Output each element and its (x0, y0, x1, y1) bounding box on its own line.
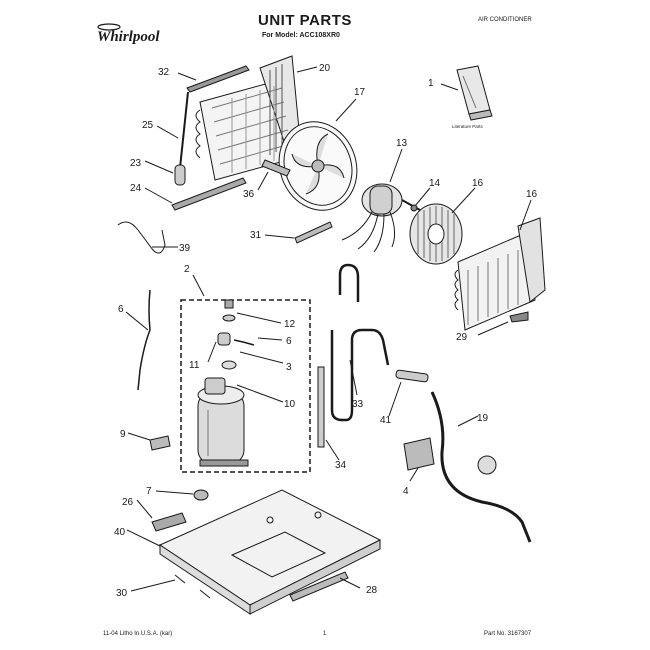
callout-6-wire: 6 (118, 304, 124, 315)
blower-wheel (409, 203, 463, 265)
condenser-fan (278, 121, 358, 211)
callout-13: 13 (396, 138, 408, 149)
callout-16-blower: 16 (472, 178, 484, 189)
callout-39: 39 (179, 243, 191, 254)
callout-7: 7 (146, 486, 152, 497)
callout-31: 31 (250, 230, 262, 241)
callout-33: 33 (352, 399, 364, 410)
callout-6-compressor: 6 (286, 336, 292, 347)
callout-1: 1 (428, 78, 434, 89)
base-pan (158, 489, 382, 615)
page-number: 1 (323, 631, 327, 637)
callout-19: 19 (477, 413, 489, 424)
callout-32: 32 (158, 67, 170, 78)
literature-label: Literature Parts (452, 124, 484, 129)
callout-11: 11 (189, 360, 200, 371)
part-number: Part No. 3167307 (484, 631, 532, 637)
callout-2: 2 (184, 264, 190, 275)
callout-28: 28 (366, 585, 378, 596)
callout-34: 34 (335, 460, 347, 471)
footer-litho: 11-04 Litho In U.S.A. (kar) (103, 631, 173, 637)
callout-9: 9 (120, 429, 126, 440)
condenser-coil (195, 55, 301, 181)
callout-29: 29 (456, 332, 468, 343)
model-subtitle: For Model: ACC108XR0 (262, 32, 340, 39)
callout-10: 10 (284, 399, 296, 410)
callout-12: 12 (284, 319, 296, 330)
page-title: UNIT PARTS (258, 12, 352, 29)
compressor-group (180, 299, 311, 473)
callout-26: 26 (122, 497, 134, 508)
callout-23: 23 (130, 158, 142, 169)
callout-4: 4 (403, 486, 409, 497)
callout-3: 3 (286, 362, 292, 373)
callout-16-coil: 16 (526, 189, 538, 200)
refrigerant-tubing (317, 263, 390, 448)
callout-20: 20 (319, 63, 331, 74)
callout-numbers: 1 2 3 4 6 6 7 9 10 11 12 13 14 16 16 17 … (114, 63, 538, 599)
whirlpool-logo: Whirlpool (95, 22, 165, 46)
literature-booklet (456, 65, 493, 121)
wire-harness (117, 221, 166, 254)
compressor-hardware (217, 299, 255, 370)
drain-tube (430, 391, 532, 543)
callout-30: 30 (116, 588, 128, 599)
callout-41: 41 (380, 415, 392, 426)
side-channels (171, 65, 250, 211)
product-category: AIR CONDITIONER (478, 17, 532, 23)
brace (261, 159, 291, 177)
power-wire (137, 289, 151, 391)
callout-25: 25 (142, 120, 154, 131)
svg-text:Whirlpool: Whirlpool (97, 29, 160, 45)
fan-motor (341, 183, 421, 253)
callout-24: 24 (130, 183, 142, 194)
callout-40: 40 (114, 527, 126, 538)
callout-17: 17 (354, 87, 366, 98)
evaporator-coil (454, 217, 546, 331)
callout-36: 36 (243, 189, 255, 200)
compressor (197, 377, 249, 467)
callout-14: 14 (429, 178, 441, 189)
